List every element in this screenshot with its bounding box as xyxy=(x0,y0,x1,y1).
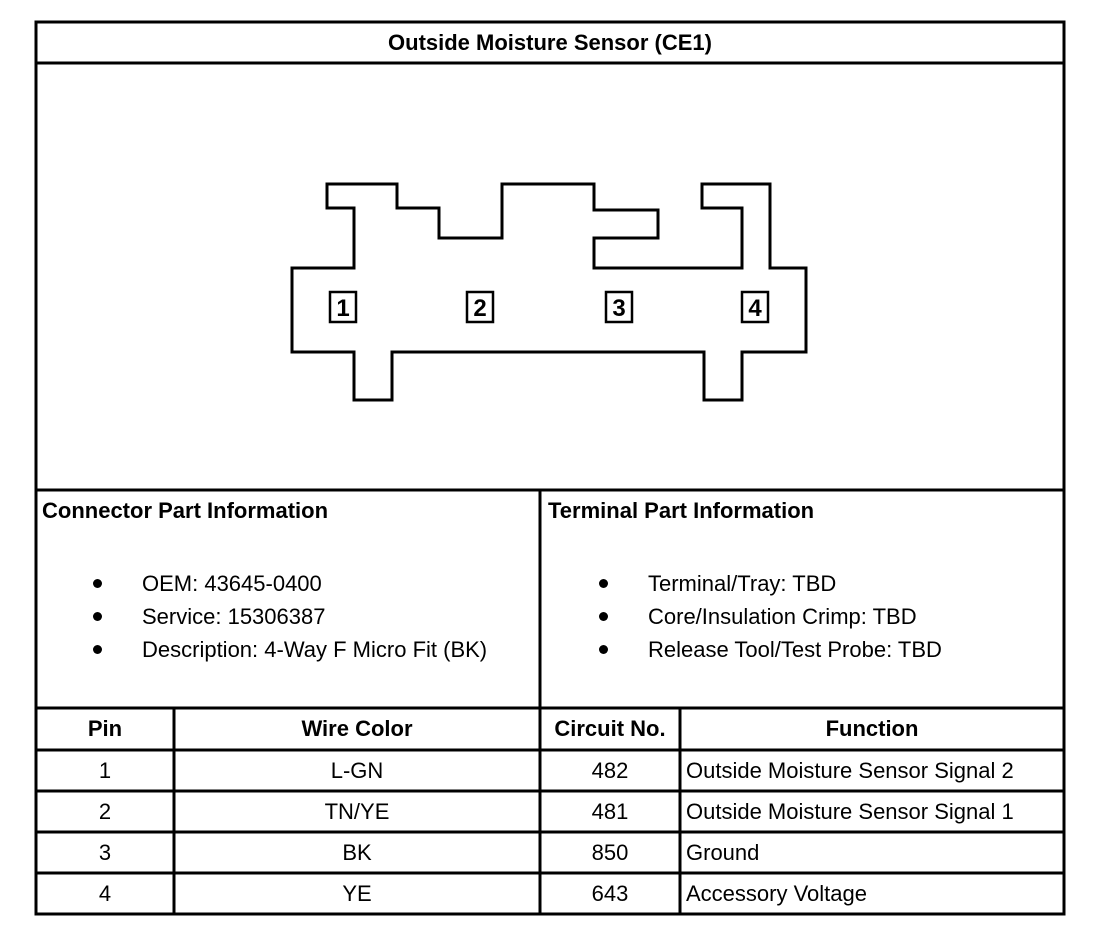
table-cell-wire-color: L-GN xyxy=(330,757,384,783)
terminal-info-heading: Terminal Part Information xyxy=(548,498,815,523)
table-cell-wire-color: BK xyxy=(342,839,372,865)
pin-4-label: 4 xyxy=(748,295,762,322)
terminal-info-item: Core/Insulation Crimp: TBD xyxy=(599,600,942,633)
table-cell-circuit: 482 xyxy=(591,757,629,783)
table-cell-function: Outside Moisture Sensor Signal 2 xyxy=(686,757,1014,783)
table-cell-function: Ground xyxy=(686,839,760,865)
table-cell-circuit: 850 xyxy=(591,839,629,865)
table-cell-pin: 2 xyxy=(98,798,112,824)
pin-3-label: 3 xyxy=(612,295,625,322)
diagram-title: Outside Moisture Sensor (CE1) xyxy=(388,29,712,55)
table-cell-pin: 4 xyxy=(98,880,112,906)
table-cell-wire-color: YE xyxy=(342,880,372,906)
connector-info-heading: Connector Part Information xyxy=(42,498,329,523)
pin-4-box xyxy=(740,290,770,324)
terminal-info-item: Release Tool/Test Probe: TBD xyxy=(599,633,942,666)
pin-2-box xyxy=(465,290,495,324)
pin-2-label: 2 xyxy=(473,295,486,322)
table-cell-function: Accessory Voltage xyxy=(686,880,867,906)
col-header-pin: Pin xyxy=(87,716,123,741)
connector-info-item: OEM: 43645-0400 xyxy=(93,567,487,600)
table-cell-function: Outside Moisture Sensor Signal 1 xyxy=(686,798,1014,824)
col-header-circuit-no: Circuit No. xyxy=(554,716,666,741)
col-header-wire-color: Wire Color xyxy=(301,716,413,741)
terminal-info-list: Terminal/Tray: TBD Core/Insulation Crimp… xyxy=(599,567,942,666)
table-cell-pin: 3 xyxy=(98,839,112,865)
connector-info-list: OEM: 43645-0400 Service: 15306387 Descri… xyxy=(93,567,487,666)
terminal-info-item: Terminal/Tray: TBD xyxy=(599,567,942,600)
pin-1-box xyxy=(328,290,358,324)
table-cell-pin: 1 xyxy=(98,757,112,783)
table-cell-wire-color: TN/YE xyxy=(324,798,390,824)
table-cell-circuit: 643 xyxy=(591,880,629,906)
connector-info-item: Service: 15306387 xyxy=(93,600,487,633)
pin-3-box xyxy=(604,290,634,324)
pin-1-label: 1 xyxy=(336,295,349,322)
connector-outline xyxy=(290,182,808,402)
connector-info-item: Description: 4-Way F Micro Fit (BK) xyxy=(93,633,487,666)
table-cell-circuit: 481 xyxy=(591,798,629,824)
col-header-function: Function xyxy=(825,716,919,741)
